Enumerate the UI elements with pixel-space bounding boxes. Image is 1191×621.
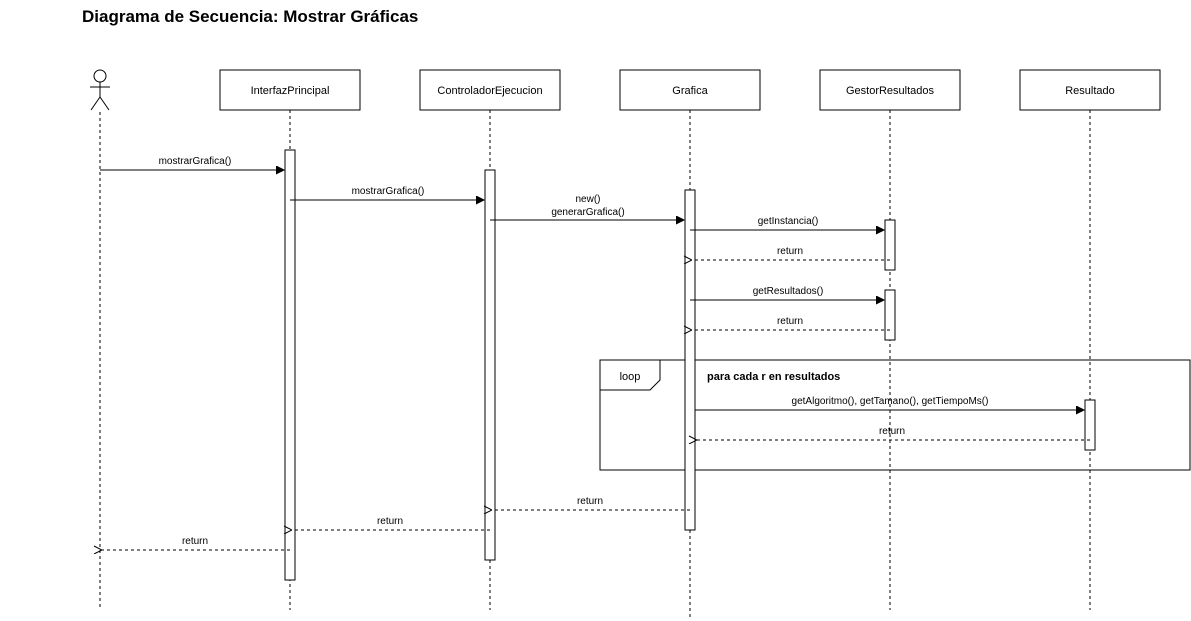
participant-gestor: GestorResultados [819, 69, 961, 111]
return-get-resultados: return [691, 316, 890, 330]
participant-resultado-label: Resultado [1065, 85, 1115, 97]
return-controlador: return [291, 516, 490, 530]
return-resultado: return [696, 426, 1090, 440]
message-label: generarGrafica() [551, 207, 624, 218]
participant-interfaz-label: InterfazPrincipal [251, 85, 330, 97]
return-grafica: return [491, 496, 690, 510]
loop-guard: para cada r en resultados [707, 371, 840, 383]
return-interfaz: return [101, 536, 290, 550]
message-label: getAlgoritmo(), getTamano(), getTiempoMs… [792, 396, 989, 407]
activation-interfaz [284, 149, 296, 581]
participant-controlador: ControladorEjecucion [419, 69, 561, 111]
message-mostrar-grafica-1: mostrarGrafica() [100, 156, 284, 170]
message-label: return [577, 496, 603, 507]
message-label: return [777, 246, 803, 257]
message-label: return [777, 316, 803, 327]
participant-grafica: Grafica [619, 69, 761, 111]
activation-gestor-2 [884, 289, 896, 341]
message-mostrar-grafica-2: mostrarGrafica() [290, 186, 484, 200]
return-get-instancia: return [691, 246, 890, 260]
message-label: new() [575, 194, 600, 205]
diagram-title: Diagrama de Secuencia: Mostrar Gráficas [82, 7, 418, 26]
activation-resultado [1084, 399, 1096, 451]
participant-interfaz: InterfazPrincipal [219, 69, 361, 111]
message-label: mostrarGrafica() [352, 186, 425, 197]
message-label: return [879, 426, 905, 437]
loop-operator: loop [620, 371, 641, 383]
message-label: getInstancia() [758, 216, 819, 227]
message-get-algoritmo-tamano-tiempo: getAlgoritmo(), getTamano(), getTiempoMs… [695, 396, 1084, 410]
participant-gestor-label: GestorResultados [846, 85, 935, 97]
actor-icon [90, 69, 110, 111]
participant-controlador-label: ControladorEjecucion [437, 85, 542, 97]
activation-controlador [484, 169, 496, 561]
activation-gestor-1 [884, 219, 896, 271]
message-label: getResultados() [753, 286, 824, 297]
message-label: return [377, 516, 403, 527]
message-get-instancia: getInstancia() [690, 216, 884, 230]
participant-resultado: Resultado [1019, 69, 1161, 111]
message-new-generar-grafica: new() generarGrafica() [490, 194, 684, 220]
activation-grafica [684, 189, 696, 531]
message-get-resultados: getResultados() [690, 286, 884, 300]
message-label: return [182, 536, 208, 547]
participant-grafica-label: Grafica [672, 85, 708, 97]
loop-fragment: loop para cada r en resultados [599, 359, 1191, 471]
message-label: mostrarGrafica() [159, 156, 232, 167]
